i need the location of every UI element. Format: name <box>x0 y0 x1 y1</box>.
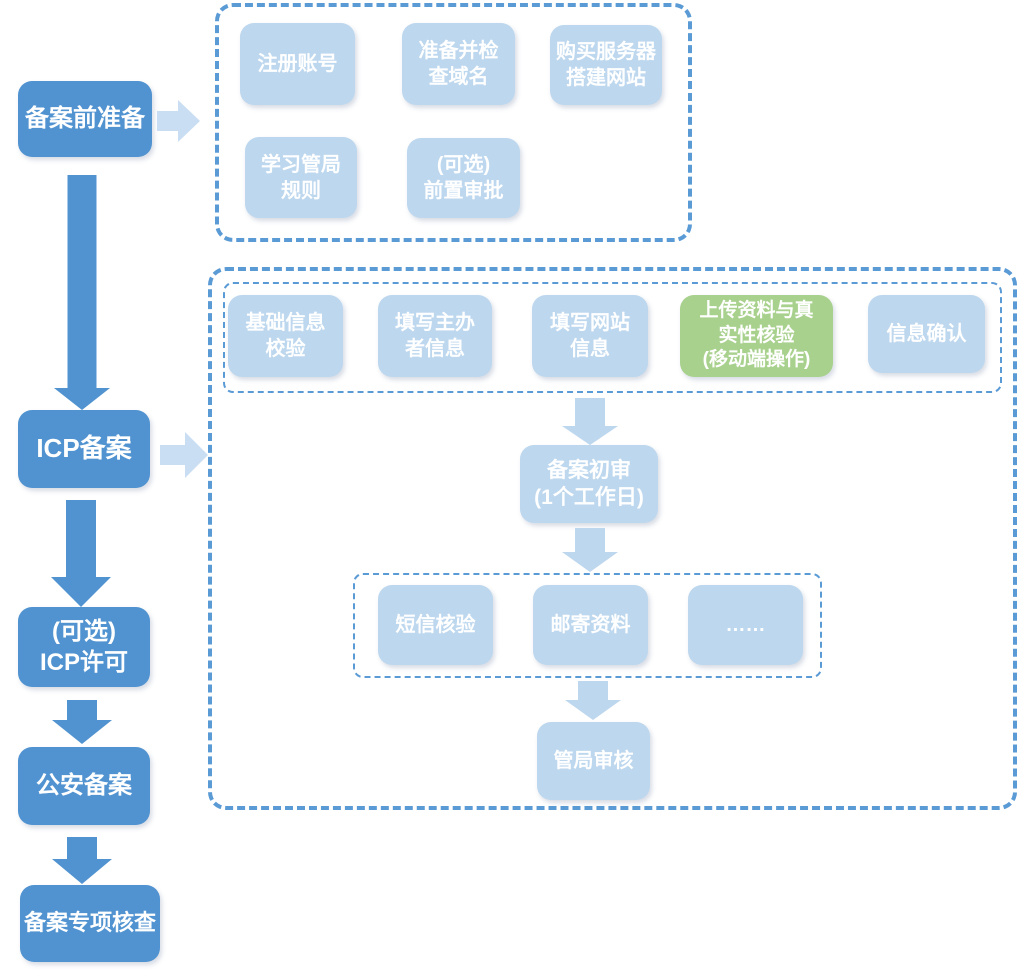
node-fill-website-info: 填写网站 信息 <box>532 295 648 377</box>
arrow-icp-to-license-icon <box>51 500 111 607</box>
node-optional-pre-approval: (可选) 前置审批 <box>407 138 520 218</box>
arrow-right-prep-icon <box>157 100 200 142</box>
node-public-security-filing: 公安备案 <box>18 747 150 825</box>
node-prepare-check-domain: 准备并检 查域名 <box>402 23 515 105</box>
arrow-verify-to-bureau-icon <box>565 681 621 720</box>
node-icp-license-optional: (可选) ICP许可 <box>18 607 150 687</box>
node-pre-filing-prep: 备案前准备 <box>18 81 152 157</box>
node-ellipsis: …… <box>688 585 803 665</box>
arrow-right-icp-icon <box>160 432 208 478</box>
group-verify-options <box>353 573 822 678</box>
node-sms-verification: 短信核验 <box>378 585 493 665</box>
node-initial-review: 备案初审 (1个工作日) <box>520 445 658 523</box>
node-upload-materials-verification: 上传资料与真 实性核验 (移动端操作) <box>680 295 833 377</box>
arrow-license-to-security-icon <box>52 700 112 744</box>
group-pre-filing-prep <box>215 3 692 242</box>
connector-prep-to-icp-icon <box>54 175 110 410</box>
node-info-confirm: 信息确认 <box>868 295 985 373</box>
node-fill-sponsor-info: 填写主办 者信息 <box>378 295 492 377</box>
node-mail-materials: 邮寄资料 <box>533 585 648 665</box>
node-filing-special-verification: 备案专项核查 <box>20 885 160 962</box>
node-bureau-review: 管局审核 <box>537 722 650 800</box>
arrow-review-to-verify-icon <box>562 528 618 572</box>
node-learn-bureau-rules: 学习管局 规则 <box>245 137 357 218</box>
node-buy-server-build-site: 购买服务器 搭建网站 <box>550 25 662 105</box>
node-icp-filing: ICP备案 <box>18 410 150 488</box>
group-steps-row <box>223 282 1002 393</box>
node-basic-info-check: 基础信息 校验 <box>228 295 343 377</box>
group-icp-filing <box>208 267 1017 810</box>
node-register-account: 注册账号 <box>240 23 355 105</box>
arrow-security-to-verification-icon <box>52 837 112 884</box>
arrow-steps-to-review-icon <box>562 398 618 445</box>
